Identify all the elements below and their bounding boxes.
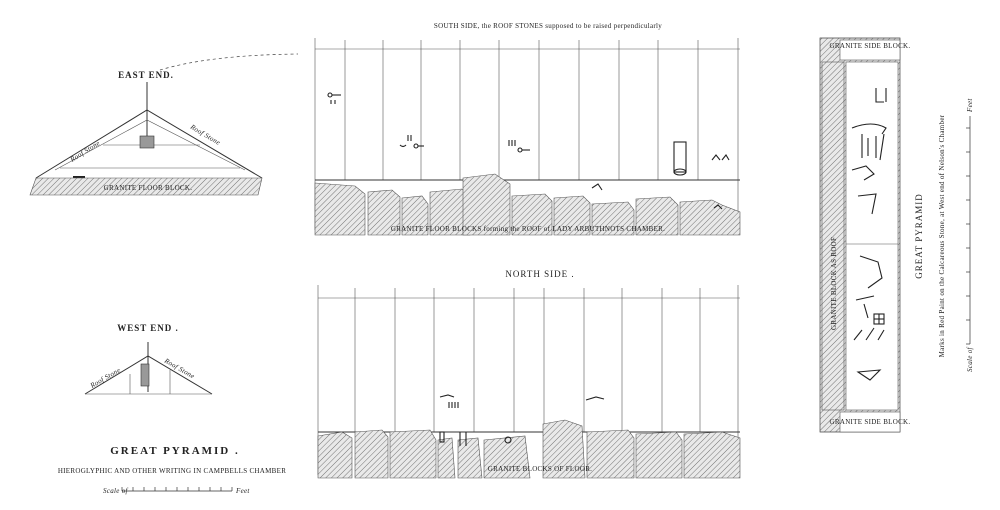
south-side-title: SOUTH SIDE, the ROOF STONES supposed to … bbox=[434, 22, 662, 30]
west-roof-right-label: Roof Stone bbox=[162, 356, 196, 380]
right-scale-label: Scale of bbox=[966, 346, 974, 372]
west-roof-left-label: Roof Stone bbox=[88, 366, 122, 390]
north-marks bbox=[439, 394, 605, 446]
right-scale-bar bbox=[966, 116, 971, 345]
plate-title: GREAT PYRAMID . bbox=[110, 445, 240, 457]
east-roof-left-label: Roof Stone bbox=[68, 139, 102, 164]
north-side-floor-label: GRANITE BLOCKS OF FLOOR. bbox=[488, 465, 592, 473]
right-panel-caption: Marks in Red Paint on the Calcareous Sto… bbox=[938, 114, 946, 357]
plate-title-block: GREAT PYRAMID . HIEROGLYPHIC AND OTHER W… bbox=[58, 445, 286, 495]
south-side-section: SOUTH SIDE, the ROOF STONES supposed to … bbox=[314, 22, 741, 236]
west-end-title: WEST END . bbox=[117, 323, 179, 333]
red-paint-marks bbox=[851, 88, 887, 381]
right-side-block-label: GRANITE BLOCK AS ROOF bbox=[830, 237, 838, 330]
hieroglyph-marks bbox=[327, 92, 730, 210]
east-end-section: EAST END. Roof Stone Roof Stone GRANITE … bbox=[29, 53, 299, 196]
south-side-floor-label: GRANITE FLOOR BLOCKS forming the ROOF of… bbox=[391, 225, 665, 233]
west-end-section: WEST END . Roof Stone Roof Stone bbox=[84, 323, 213, 395]
plate-scale-unit: Feet bbox=[235, 487, 250, 495]
north-side-title: NORTH SIDE . bbox=[505, 269, 574, 279]
right-panel: GRANITE SIDE BLOCK. GRANITE SIDE BLOCK. … bbox=[819, 37, 974, 433]
plate-subtitle: HIEROGLYPHIC AND OTHER WRITING IN CAMPBE… bbox=[58, 467, 286, 475]
plate-scale-bar bbox=[121, 487, 233, 492]
right-scale-unit: Feet bbox=[966, 98, 974, 113]
east-end-title: EAST END. bbox=[118, 70, 174, 80]
right-panel-title: GREAT PYRAMID bbox=[914, 193, 924, 279]
east-floor-label: GRANITE FLOOR BLOCK. bbox=[104, 184, 193, 192]
north-side-section: NORTH SIDE . GRANITE BLOCKS OF FLOOR. bbox=[317, 269, 741, 479]
right-bottom-block-label: GRANITE SIDE BLOCK. bbox=[830, 418, 911, 426]
right-top-block-label: GRANITE SIDE BLOCK. bbox=[830, 42, 911, 50]
plate-scale-label: Scale of bbox=[103, 487, 129, 495]
